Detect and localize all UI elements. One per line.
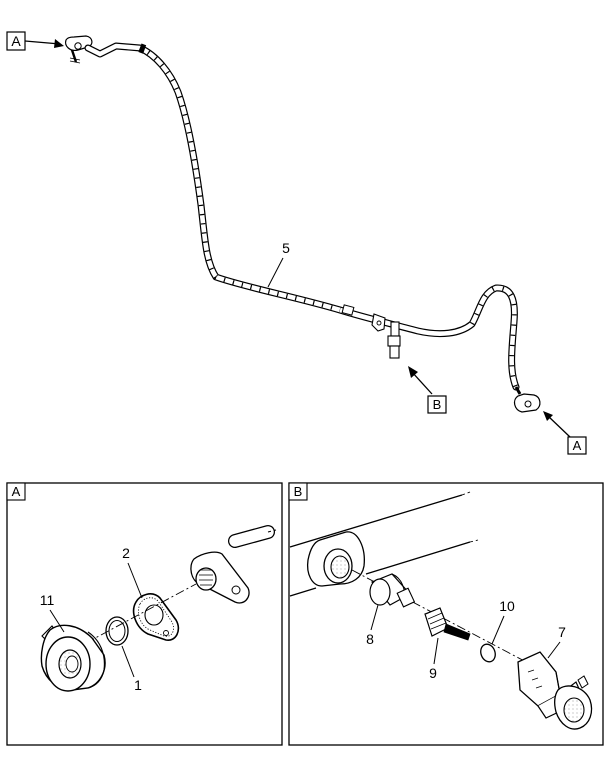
callout-b-label: B: [433, 397, 442, 412]
callout-a-label-bottom: A: [573, 438, 582, 453]
panel-a-cap: [40, 624, 106, 692]
callout-b-arrowhead: [408, 366, 418, 378]
callout-a-top-left: A: [6, 31, 64, 51]
panel-a-part-11-label: 11: [40, 592, 55, 608]
panel-b-switch-hex-edge: [539, 651, 561, 695]
panel-b-part-8-leader: [370, 604, 379, 631]
left-connector-threads: [69, 57, 81, 64]
panel-a-gasket-serration: [138, 597, 174, 637]
harness-wrap-bands: [138, 45, 341, 313]
panel-b-switch-latch: [577, 675, 589, 689]
harness-outline: [84, 42, 520, 391]
part-5-leader: [267, 257, 284, 288]
panel-b-switch-markings: [527, 669, 543, 689]
tee-fitting: [371, 313, 401, 359]
callout-a-leader-top: [24, 40, 61, 45]
tee-stem: [390, 321, 400, 337]
callout-a-leader-bottom: [547, 415, 571, 438]
detail-panel-b-label: B: [294, 484, 303, 499]
detail-panel-a: A: [6, 482, 283, 746]
panel-a-gasket-hole: [163, 630, 169, 636]
detail-panel-b: B: [288, 482, 604, 746]
callout-a-arrowhead-bottom: [543, 411, 553, 421]
panel-a-tube-end: [267, 529, 277, 533]
callout-b-leader: [411, 371, 433, 395]
panel-b-oring: [480, 643, 496, 663]
panel-b-tube-top-edge: [289, 494, 463, 548]
detail-panel-a-label: A: [12, 484, 21, 499]
right-connector-hole: [524, 400, 532, 408]
callout-a-label-top: A: [11, 33, 21, 49]
left-connector-hole: [74, 42, 82, 50]
panel-b-part-7-label: 7: [558, 624, 566, 640]
callout-a-arrowhead-top: [54, 39, 64, 48]
panel-a-sender-threads: [199, 569, 213, 586]
panel-b-part-8-label: 8: [366, 631, 374, 647]
panel-b-adapter-face: [369, 578, 391, 606]
panel-a-cap-bore-inner: [65, 655, 79, 673]
panel-a-part-2-label: 2: [122, 545, 130, 561]
harness-clamp-top: [138, 43, 147, 54]
callout-a-bottom-right: A: [543, 411, 587, 455]
left-connector-stud: [70, 49, 78, 63]
tee-bracket-hole: [376, 320, 382, 326]
panel-a-assembly-axis: [85, 583, 197, 644]
panel-b-part-10-leader: [491, 615, 505, 645]
tee-sender: [389, 345, 400, 359]
panel-b-fitting-shank: [443, 623, 471, 641]
panel-b-tee-port-inner: [330, 555, 350, 579]
panel-a-sender-port: [195, 567, 217, 591]
panel-b-tube-end: [461, 491, 479, 543]
panel-a-part-2-leader: [127, 562, 143, 599]
panel-b-part-9-label: 9: [429, 665, 437, 681]
panel-a-gasket-center: [144, 604, 164, 626]
panel-a-cap-rim: [87, 631, 105, 689]
panel-a-part-11-leader: [49, 609, 65, 633]
tee-nut: [387, 335, 401, 347]
panel-b-switch-socket: [563, 697, 585, 723]
callout-b-box: [427, 395, 447, 414]
callout-a-box-bottom: [567, 436, 587, 455]
panel-a-part-1-label: 1: [134, 677, 142, 693]
panel-b-part-9-leader: [433, 637, 439, 665]
panel-b-fitting: [424, 607, 471, 641]
harness-fill: [85, 43, 519, 390]
panel-b-tube-bottom-edge: [289, 541, 471, 597]
detail-panel-a-tag: [6, 482, 26, 501]
panel-b-fitting-threads: [425, 607, 447, 630]
harness-sleeve: [341, 304, 355, 316]
right-connector-stud: [514, 386, 522, 395]
panel-b-adapter-neck: [396, 587, 416, 608]
panel-b-part-7-leader: [547, 641, 561, 659]
callout-b-main: B: [408, 366, 447, 414]
panel-b-part-10-label: 10: [499, 598, 515, 614]
detail-panel-b-tag: [288, 482, 308, 501]
panel-b-adapter: [369, 573, 416, 608]
panel-a-part-1-leader: [121, 645, 135, 678]
right-sensor-connector: [513, 386, 541, 413]
panel-b-pressure-switch: [517, 651, 593, 730]
main-harness-assembly: A 5: [6, 31, 587, 455]
part-5-label: 5: [282, 240, 290, 256]
panel-a-tube-fill: [229, 526, 274, 547]
panel-a-bracket-hole: [231, 585, 241, 595]
